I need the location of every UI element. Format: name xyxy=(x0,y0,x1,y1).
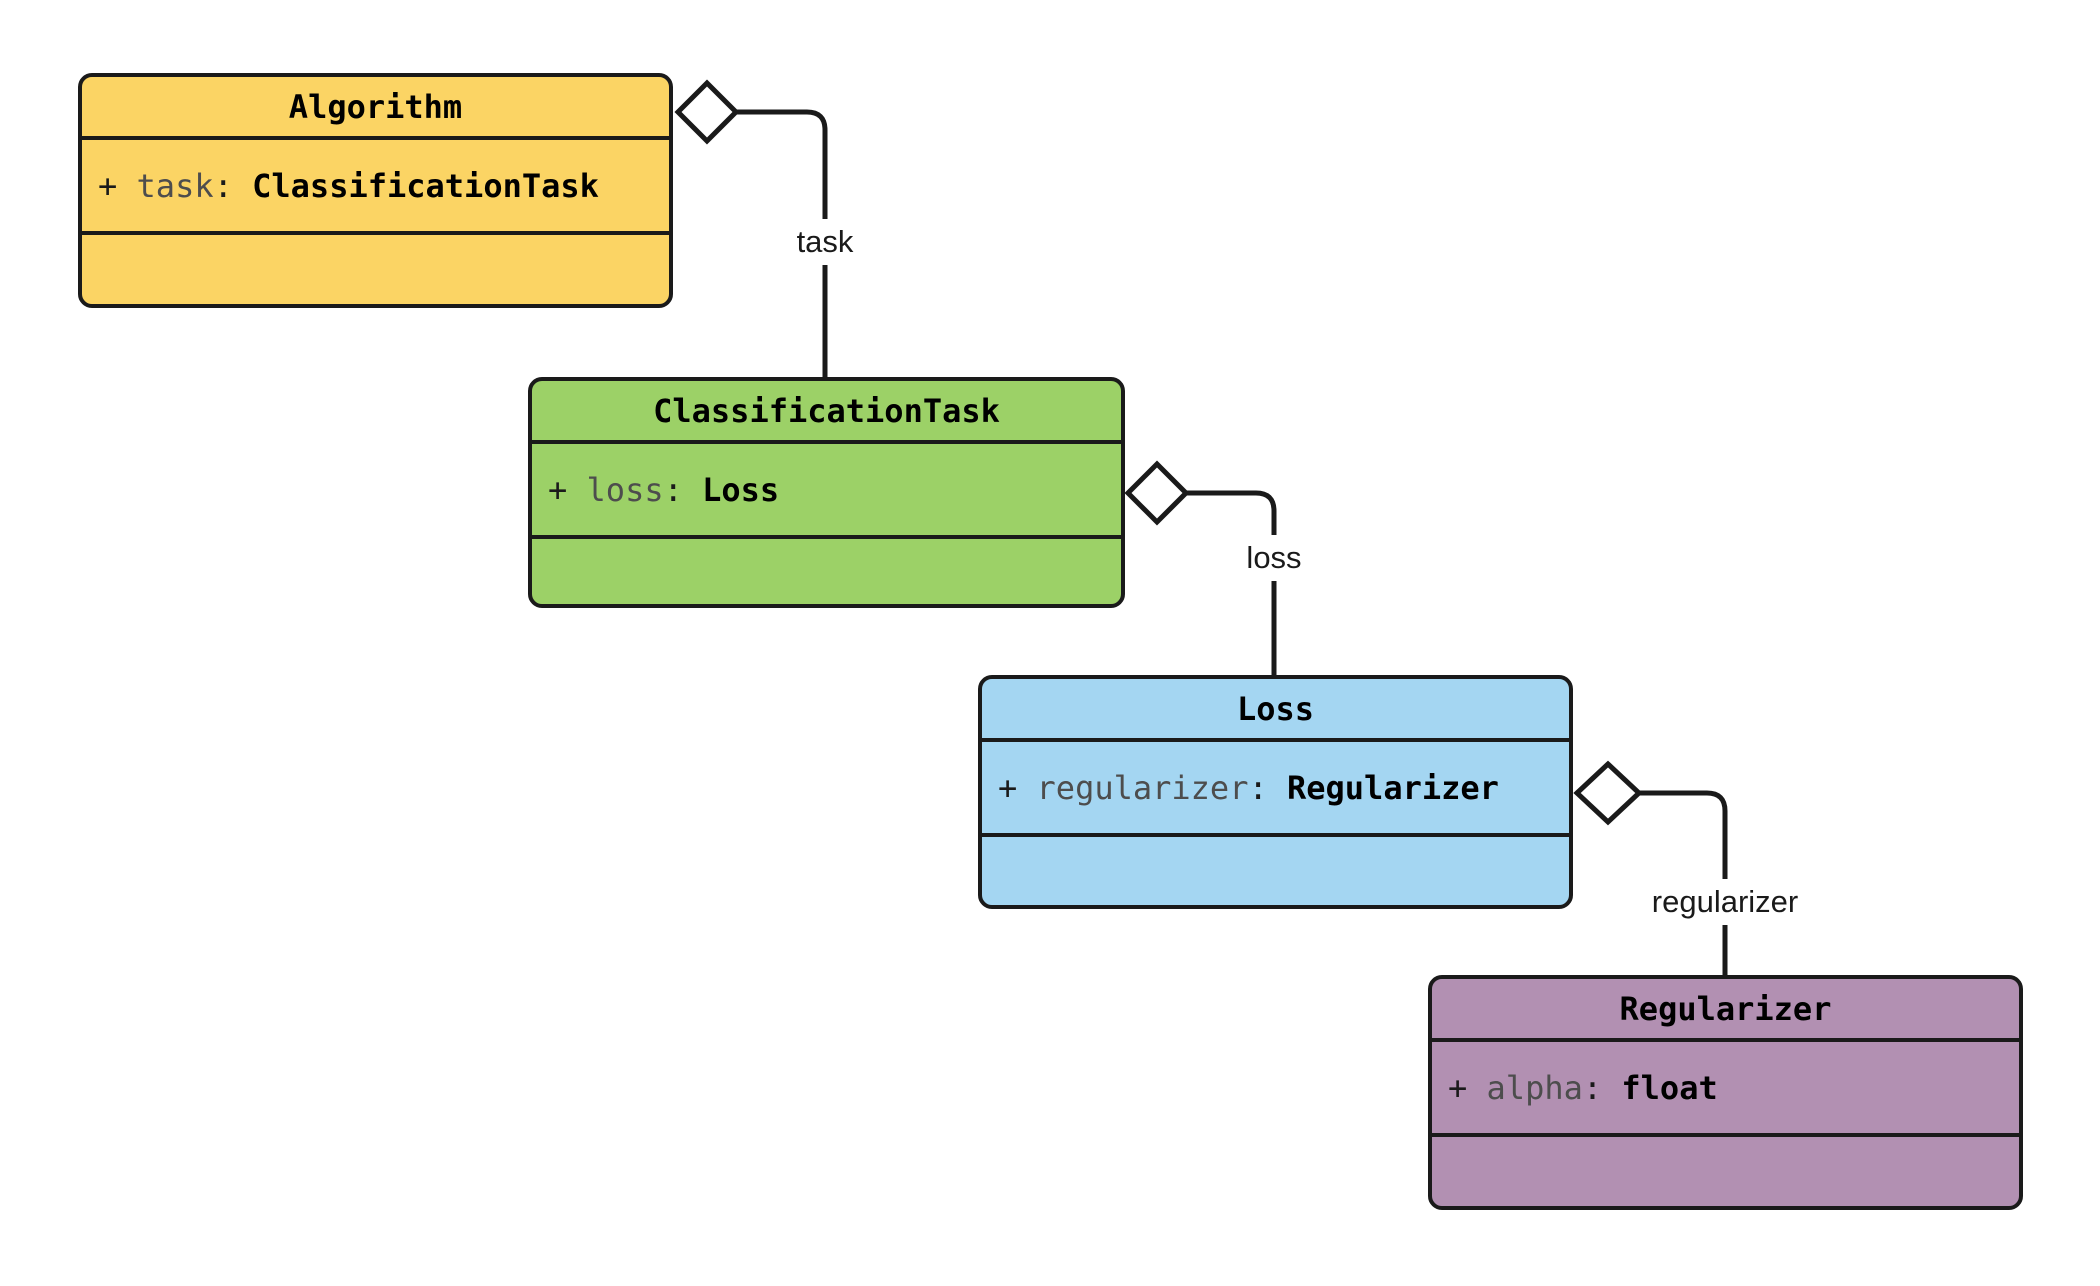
class-methods-empty xyxy=(532,539,1121,604)
attribute-visibility: + xyxy=(548,470,568,509)
attribute-type: Loss xyxy=(702,470,780,509)
attribute-row: + alpha: float xyxy=(1448,1069,1718,1107)
relationship-label-task: task xyxy=(790,219,860,265)
attribute-row: + regularizer: Regularizer xyxy=(998,769,1499,807)
attribute-separator: : xyxy=(1248,768,1268,807)
attribute-type: Regularizer xyxy=(1286,768,1499,807)
class-attributes: + loss: Loss xyxy=(532,444,1121,539)
class-attributes: + task: ClassificationTask xyxy=(82,140,669,235)
attribute-name: task xyxy=(136,166,214,205)
relationship-label-regularizer: regularizer xyxy=(1645,879,1805,925)
attribute-type: ClassificationTask xyxy=(252,166,599,205)
aggregation-edge-regularizer xyxy=(1639,790,1728,975)
attribute-name: loss xyxy=(586,470,664,509)
attribute-visibility: + xyxy=(98,166,118,205)
attribute-name: alpha xyxy=(1486,1068,1583,1107)
attribute-row: + loss: Loss xyxy=(548,471,779,509)
class-attributes: + regularizer: Regularizer xyxy=(982,742,1569,837)
aggregation-diamond-icon xyxy=(1124,460,1190,526)
class-title: Loss xyxy=(982,679,1569,742)
class-box-loss: Loss + regularizer: Regularizer xyxy=(978,675,1573,909)
class-box-algorithm: Algorithm + task: ClassificationTask xyxy=(78,73,673,308)
class-methods-empty xyxy=(982,837,1569,905)
attribute-separator: : xyxy=(1582,1068,1603,1107)
attribute-type: float xyxy=(1621,1068,1718,1107)
aggregation-diamond-icon xyxy=(1573,760,1643,826)
class-methods-empty xyxy=(1432,1137,2019,1206)
relationship-label-loss: loss xyxy=(1240,535,1308,581)
class-title: Algorithm xyxy=(82,77,669,140)
attribute-separator: : xyxy=(213,166,233,205)
attribute-visibility: + xyxy=(1448,1068,1468,1107)
class-box-classificationtask: ClassificationTask + loss: Loss xyxy=(528,377,1125,608)
class-title: Regularizer xyxy=(1432,979,2019,1042)
aggregation-diamond-icon xyxy=(674,79,740,145)
aggregation-edge-loss xyxy=(1186,490,1277,675)
class-title: ClassificationTask xyxy=(532,381,1121,444)
attribute-visibility: + xyxy=(998,768,1018,807)
attribute-separator: : xyxy=(663,470,683,509)
attribute-row: + task: ClassificationTask xyxy=(98,167,599,205)
class-box-regularizer: Regularizer + alpha: float xyxy=(1428,975,2023,1210)
class-attributes: + alpha: float xyxy=(1432,1042,2019,1137)
class-methods-empty xyxy=(82,235,669,304)
attribute-name: regularizer xyxy=(1036,768,1249,807)
aggregation-edge-task xyxy=(736,109,828,377)
